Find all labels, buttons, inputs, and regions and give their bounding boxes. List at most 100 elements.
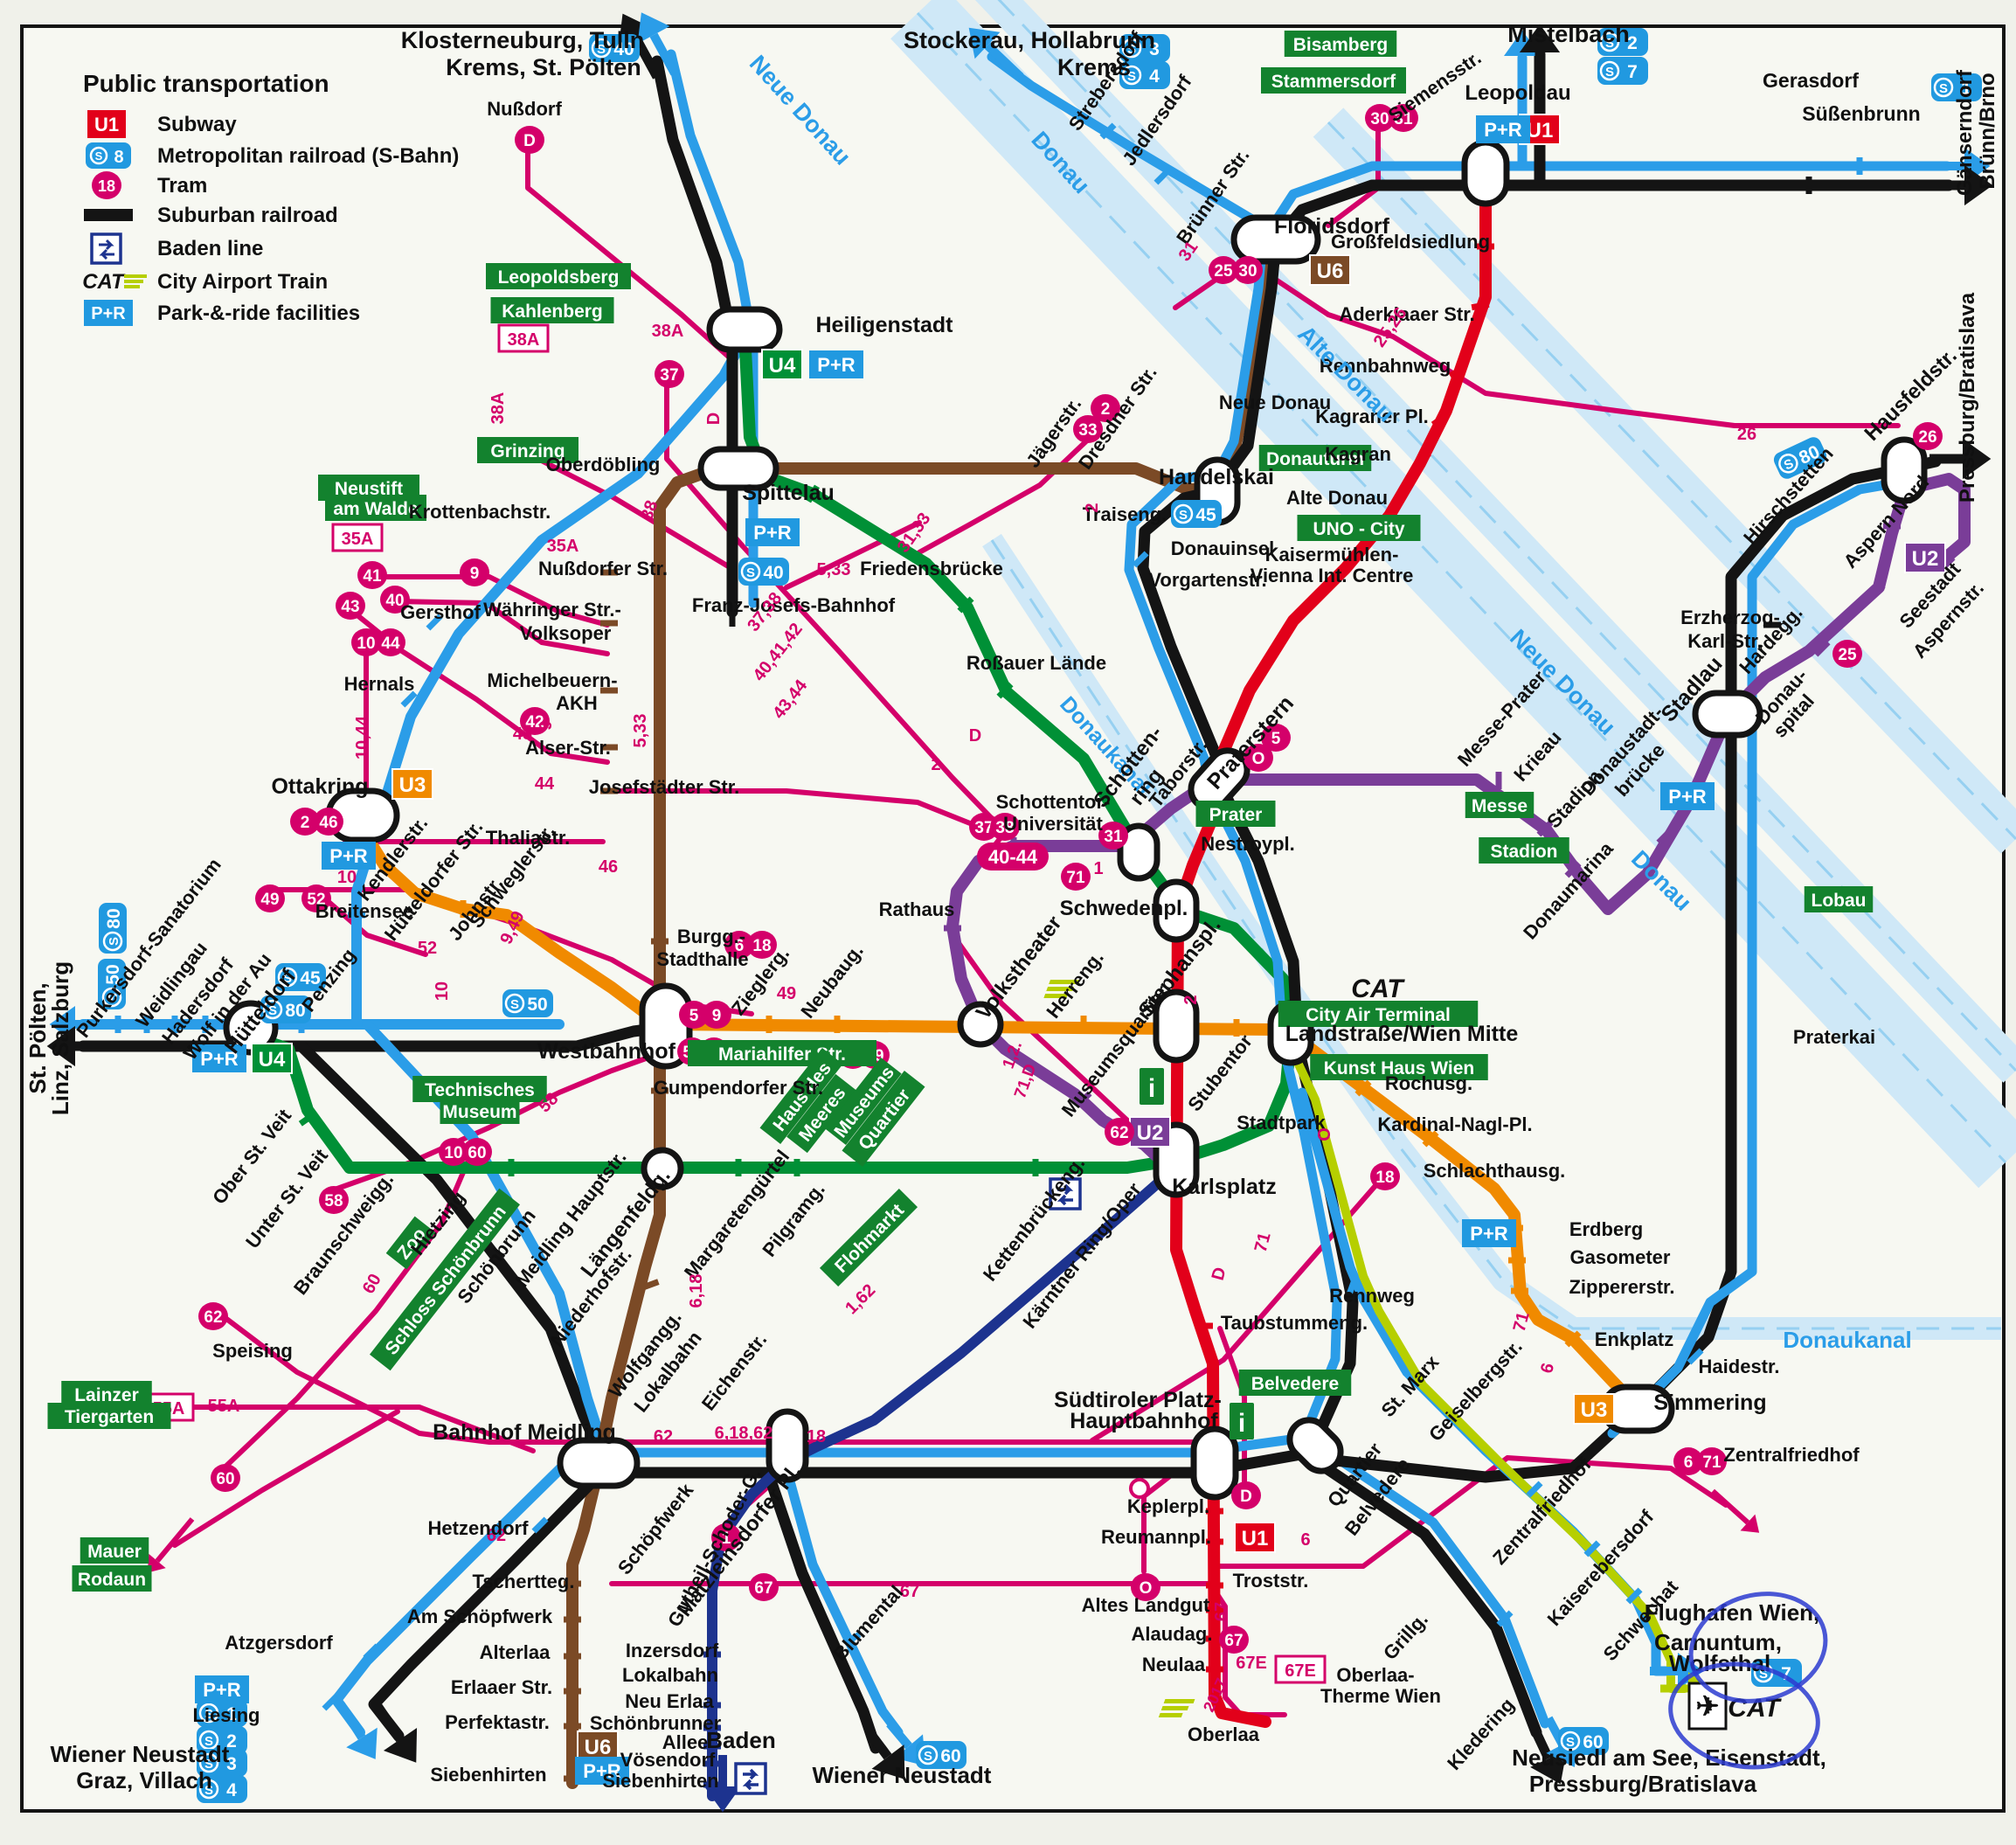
map-label: Breitensee bbox=[315, 900, 414, 922]
svg-text:7: 7 bbox=[1627, 62, 1638, 82]
station-tick bbox=[1687, 1348, 1704, 1365]
svg-text:Rodaun: Rodaun bbox=[78, 1570, 146, 1590]
map-label: 9 bbox=[537, 720, 556, 730]
station-tick bbox=[298, 1111, 317, 1127]
direction-arrowhead bbox=[1519, 24, 1561, 52]
map-label: 38A bbox=[488, 392, 508, 425]
line-K bbox=[1305, 455, 1942, 1483]
map-label: Pressburg/Bratislava bbox=[1529, 1771, 1757, 1797]
map-label: Vösendorf bbox=[620, 1749, 716, 1771]
map-label: Karl-Str. bbox=[1687, 630, 1763, 652]
map-label: Stadtpark bbox=[1237, 1112, 1326, 1134]
svg-text:O: O bbox=[1252, 750, 1265, 768]
direction-arrow bbox=[649, 32, 679, 76]
map-label: 10,44 bbox=[353, 715, 372, 760]
map-label: Bahnhof Meidling bbox=[433, 1420, 616, 1445]
svg-text:S: S bbox=[204, 1707, 213, 1722]
svg-text:42: 42 bbox=[525, 713, 544, 732]
tram-badge: 71 bbox=[1061, 863, 1091, 891]
map-label: Siebenhirten bbox=[430, 1764, 546, 1786]
svg-text:i: i bbox=[1148, 1074, 1155, 1103]
map-label: Friedensbrücke bbox=[860, 558, 1003, 579]
svg-text:Stammersdorf: Stammersdorf bbox=[1271, 72, 1396, 92]
map-label: D bbox=[704, 413, 724, 425]
map-label: Brünn/Brno bbox=[1976, 73, 1999, 189]
svg-text:P+R: P+R bbox=[329, 845, 368, 867]
svg-text:7: 7 bbox=[1781, 1664, 1791, 1684]
tram-badge: 10 bbox=[439, 1138, 468, 1166]
map-label: Nußdorfer Str. bbox=[538, 558, 668, 579]
svg-text:35A: 35A bbox=[342, 530, 374, 549]
tram-badge: 37 bbox=[969, 813, 999, 841]
line-T bbox=[527, 452, 737, 572]
map-label: Hetzendorf bbox=[428, 1517, 530, 1539]
station-interchange bbox=[1286, 1417, 1344, 1474]
map-label: Carnuntum, bbox=[1654, 1629, 1782, 1655]
poi-badge: Kahlenberg bbox=[490, 297, 614, 323]
map-label: Schottentor- bbox=[996, 791, 1111, 813]
map-label: Oberlaa bbox=[1188, 1724, 1260, 1745]
legend-item-label: Tram bbox=[157, 174, 207, 198]
svg-text:40: 40 bbox=[385, 592, 404, 610]
svg-text:9: 9 bbox=[712, 1007, 722, 1025]
svg-text:U1: U1 bbox=[1242, 1527, 1269, 1550]
map-label: 10 bbox=[337, 868, 357, 887]
svg-text:58: 58 bbox=[324, 1192, 343, 1210]
map-label: Stadthalle bbox=[656, 948, 748, 970]
svg-text:i: i bbox=[1238, 1409, 1245, 1438]
svg-text:8: 8 bbox=[114, 148, 123, 167]
tram-badge: 31 bbox=[1389, 104, 1418, 132]
map-label: Zippererstr. bbox=[1569, 1276, 1674, 1298]
map-label: St. Pölten, bbox=[24, 982, 51, 1093]
svg-text:45: 45 bbox=[1195, 505, 1216, 525]
svg-text:S: S bbox=[95, 149, 103, 163]
station-tick bbox=[1354, 1079, 1372, 1097]
svg-text:1: 1 bbox=[226, 1704, 237, 1724]
map-label: Speising bbox=[212, 1340, 293, 1362]
svg-text:Kunst Haus Wien: Kunst Haus Wien bbox=[1324, 1058, 1475, 1079]
svg-text:67: 67 bbox=[1224, 1632, 1243, 1650]
map-label: Großfeldsiedlung bbox=[1331, 231, 1490, 253]
station-tick bbox=[322, 1694, 339, 1711]
map-label: 46 bbox=[599, 857, 618, 877]
svg-text:CAT: CAT bbox=[1351, 975, 1405, 1003]
svg-text:P+R: P+R bbox=[91, 304, 126, 323]
map-label: Handelskai bbox=[1159, 465, 1274, 489]
hand-drawn-circle bbox=[1668, 1661, 1820, 1770]
station-tick bbox=[1656, 828, 1673, 845]
tram-badge: 67 bbox=[1219, 1626, 1249, 1654]
svg-text:S: S bbox=[204, 1734, 213, 1749]
svg-text:1: 1 bbox=[1961, 79, 1971, 99]
u-line-badge: U6 bbox=[1309, 254, 1351, 286]
info-icon: i bbox=[1230, 1403, 1254, 1439]
svg-text:S: S bbox=[597, 42, 606, 57]
direction-arrow bbox=[373, 1703, 405, 1743]
map-label: Flughafen Wien, bbox=[1645, 1599, 1820, 1626]
line-T bbox=[1216, 1455, 1728, 1569]
map-label: 43 bbox=[513, 725, 532, 744]
station-interchange bbox=[557, 1437, 641, 1489]
svg-text:Prater: Prater bbox=[1209, 805, 1263, 825]
direction-arrow bbox=[886, 1720, 912, 1750]
station-tick bbox=[1813, 640, 1831, 657]
poi-badge: Prater bbox=[1195, 801, 1276, 827]
legend-item-label: Suburban railroad bbox=[157, 204, 338, 227]
svg-text:U6: U6 bbox=[585, 1736, 612, 1759]
map-label: Ottakring bbox=[271, 774, 368, 799]
line-K bbox=[597, 179, 1955, 1479]
svg-text:U3: U3 bbox=[399, 773, 426, 797]
tram-badge: 5 bbox=[679, 1001, 709, 1029]
legend-title: Public transportation bbox=[83, 70, 329, 97]
tram-badge: 18 bbox=[92, 171, 121, 199]
tram-badge: 18 bbox=[1370, 1162, 1400, 1190]
poi-badge: Stammersdorf bbox=[1261, 67, 1406, 94]
airplane-icon: ✈ bbox=[1687, 1682, 1728, 1731]
station-tick bbox=[1278, 624, 1295, 642]
line-T bbox=[525, 144, 735, 363]
map-label: Gersthof bbox=[400, 601, 481, 623]
map-label: Alterlaa bbox=[480, 1641, 551, 1663]
